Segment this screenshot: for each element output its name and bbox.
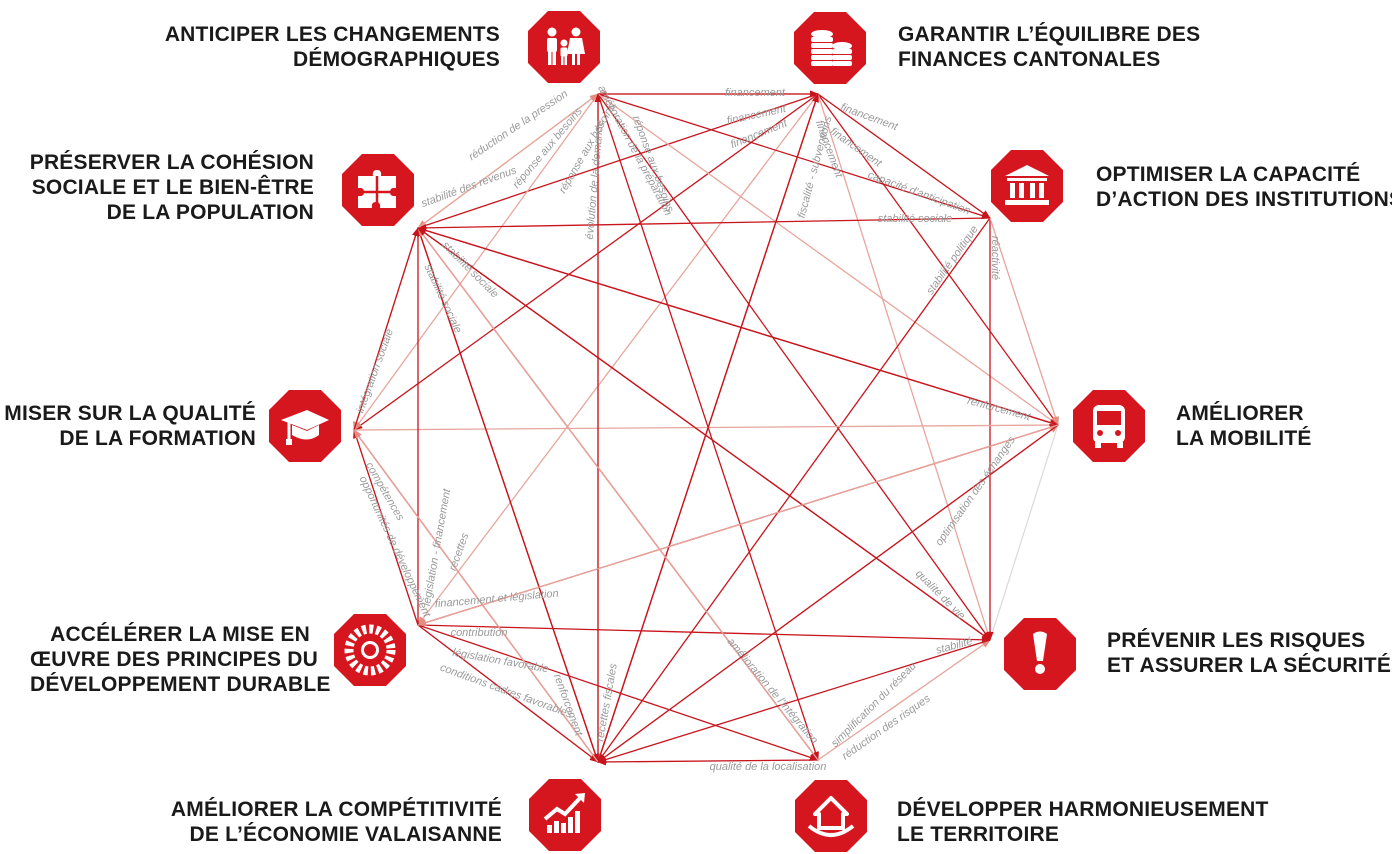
relation-arrow (597, 93, 1059, 426)
relation-label: recettes (447, 531, 472, 572)
relation-labels: financementfinancementfinancementfinance… (354, 84, 1032, 773)
relation-label: réactivité (989, 236, 1001, 280)
relation-arrow (417, 227, 819, 761)
relation-label: financement (839, 101, 900, 133)
sun-wheel-icon (332, 612, 408, 688)
relation-arrow (417, 624, 599, 763)
institution-icon (989, 148, 1065, 224)
objective-label-territoire: DÉVELOPPER HARMONIEUSEMENT LE TERRITOIRE (897, 798, 1269, 846)
relation-label: amélioration de l'intégration (725, 636, 820, 747)
relation-arrow (989, 217, 1059, 426)
objective-label-risques: PRÉVENIR LES RISQUES ET ASSURER LA SÉCUR… (1107, 629, 1392, 677)
relation-arrow (353, 227, 419, 431)
relation-label: financement (725, 87, 786, 99)
relation-label: stabilité sociale (878, 213, 953, 225)
relation-label: réduction de la pression (467, 88, 571, 163)
relation-arrow (817, 93, 991, 219)
ring-edge (989, 424, 1059, 641)
relation-arrow (417, 624, 819, 761)
relation-arrow (353, 93, 599, 431)
relation-arrow (597, 639, 991, 764)
coins-icon (792, 10, 868, 86)
objective-label-economie: AMÉLIORER LA COMPÉTITIVITÉ DE L’ÉCONOMIE… (170, 798, 502, 846)
relation-label: législation - financement (421, 487, 454, 607)
relation-arrow (417, 227, 599, 763)
relation-arrow (417, 93, 819, 229)
objective-label-cohesion: PRÉSERVER LA COHÉSION SOCIALE ET LE BIEN… (29, 151, 314, 224)
relation-arrow (417, 227, 991, 641)
relation-label: stabilité des revenus (420, 164, 519, 210)
relation-arrow (817, 93, 992, 641)
objective-label-durable: ACCÉLÉRER LA MISE EN ŒUVRE DES PRINCIPES… (30, 623, 331, 696)
relation-arrow (353, 429, 599, 763)
relation-label: qualité de la localisation (710, 761, 827, 773)
relation-arrow (353, 93, 819, 431)
relation-arrow (417, 424, 1059, 627)
relation-label: stabilité sociale (422, 262, 464, 335)
relation-edges (353, 90, 1059, 766)
relation-label: qualité de vie (913, 568, 967, 622)
objective-label-institutions: OPTIMISER LA CAPACITÉ D’ACTION DES INSTI… (1096, 163, 1392, 211)
relation-label: stabilité politique (924, 224, 980, 298)
objective-label-mobilite: AMÉLIORER LA MOBILITÉ (1176, 402, 1312, 450)
relation-arrow (597, 93, 991, 641)
relation-arrow (417, 93, 819, 626)
objective-label-formation: MISER SUR LA QUALITÉ DE LA FORMATION (4, 402, 256, 450)
objective-label-demo: ANTICIPER LES CHANGEMENTS DÉMOGRAPHIQUES (164, 23, 500, 71)
growth-chart-icon (527, 777, 603, 853)
relation-label: financement et législation (434, 588, 559, 611)
relation-arrow (417, 217, 991, 232)
house-icon (793, 778, 869, 854)
relation-arrow (817, 639, 991, 761)
family-icon (526, 9, 602, 85)
relation-arrow (353, 421, 1059, 431)
relation-arrow (417, 624, 991, 644)
bus-icon (1071, 388, 1147, 464)
relation-arrow (417, 93, 599, 229)
relation-arrow (353, 429, 419, 626)
exclamation-icon (1002, 616, 1078, 692)
relation-arrow (597, 424, 1059, 763)
relation-label: contribution (451, 627, 508, 639)
objective-label-finances: GARANTIR L’ÉQUILIBRE DES FINANCES CANTON… (898, 23, 1201, 71)
relation-arrow (597, 93, 819, 763)
relation-arrow (597, 93, 991, 220)
relation-label: réponse aux besoins (557, 101, 618, 195)
relation-arrow (417, 226, 1059, 426)
relation-arrow (817, 93, 1059, 426)
relation-arrow (597, 758, 819, 766)
relation-arrow (597, 217, 991, 763)
graduation-cap-icon (267, 388, 343, 464)
puzzle-icon (340, 152, 416, 228)
